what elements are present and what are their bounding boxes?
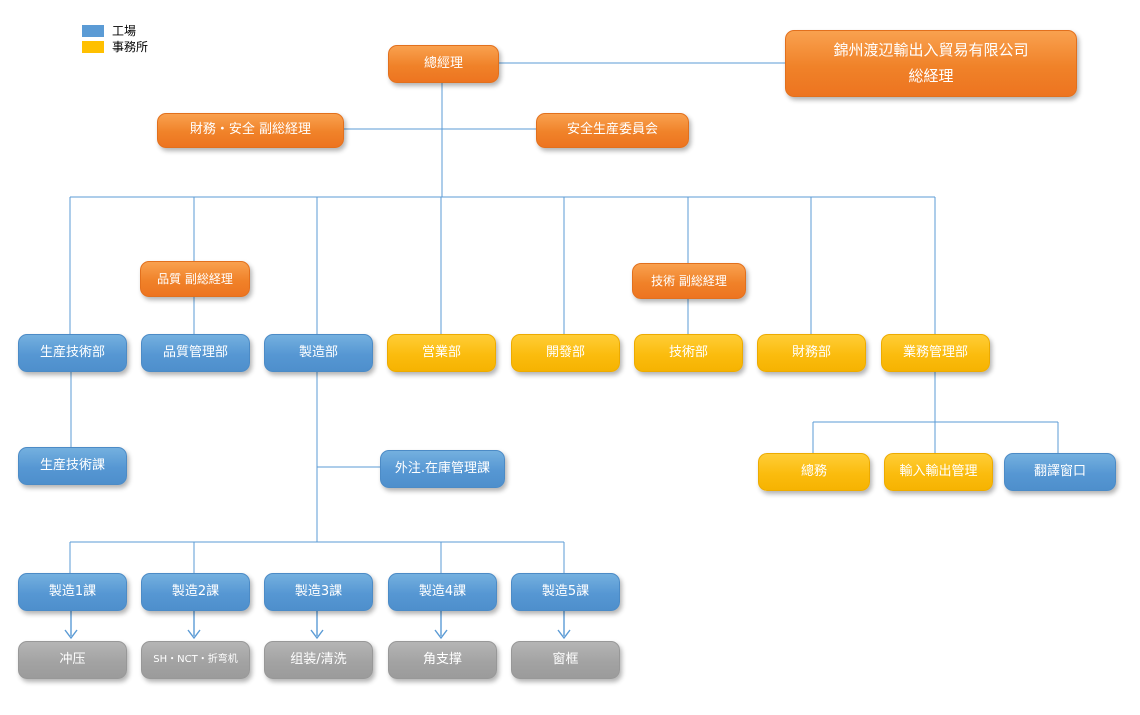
node-general-affairs: 總務 (758, 453, 870, 491)
node-import-export-mgmt: 輸入輸出管理 (884, 453, 993, 491)
legend-factory-swatch (82, 25, 104, 37)
node-business-mgmt-dept: 業務管理部 (881, 334, 990, 372)
node-mfg-sec-4: 製造4課 (388, 573, 497, 611)
node-process-sh-nct-bending: SH・NCT・折弯机 (141, 641, 250, 679)
node-general-manager: 總經理 (388, 45, 499, 83)
node-translation-window: 翻譯窗口 (1004, 453, 1116, 491)
node-finance-dept: 財務部 (757, 334, 866, 372)
node-parent-company: 錦州渡辺輸出入貿易有限公司 総経理 (785, 30, 1077, 97)
legend-factory-label: 工場 (112, 24, 137, 38)
node-outsourcing-inventory-sec: 外注.在庫管理課 (380, 450, 505, 488)
down-arrows (64, 609, 571, 640)
legend-office-label: 事務所 (112, 40, 149, 54)
parent-company-line1: 錦州渡辺輸出入貿易有限公司 (833, 41, 1029, 59)
node-mfg-sec-2: 製造2課 (141, 573, 250, 611)
node-process-assembly-cleaning: 组装/清洗 (264, 641, 373, 679)
node-finance-safety-vp: 財務・安全 副総経理 (157, 113, 344, 148)
node-production-tech-dept: 生産技術部 (18, 334, 127, 372)
node-development-dept: 開發部 (511, 334, 620, 372)
node-tech-vp: 技術 副総経理 (632, 263, 746, 299)
node-mfg-sec-5: 製造5課 (511, 573, 620, 611)
node-process-corner-brace: 角支撑 (388, 641, 497, 679)
node-process-window-frame: 窗框 (511, 641, 620, 679)
node-production-tech-sec: 生産技術課 (18, 447, 127, 485)
node-quality-vp: 品質 副総経理 (140, 261, 250, 297)
node-safety-committee: 安全生産委員会 (536, 113, 689, 148)
node-mfg-sec-1: 製造1課 (18, 573, 127, 611)
node-tech-dept: 技術部 (634, 334, 743, 372)
parent-company-line2: 総経理 (908, 66, 954, 85)
legend-office-swatch (82, 41, 104, 53)
node-process-stamping: 冲压 (18, 641, 127, 679)
node-quality-mgmt-dept: 品質管理部 (141, 334, 250, 372)
node-manufacturing-dept: 製造部 (264, 334, 373, 372)
node-sales-dept: 営業部 (387, 334, 496, 372)
node-mfg-sec-3: 製造3課 (264, 573, 373, 611)
connector-lines (69, 62, 1059, 573)
